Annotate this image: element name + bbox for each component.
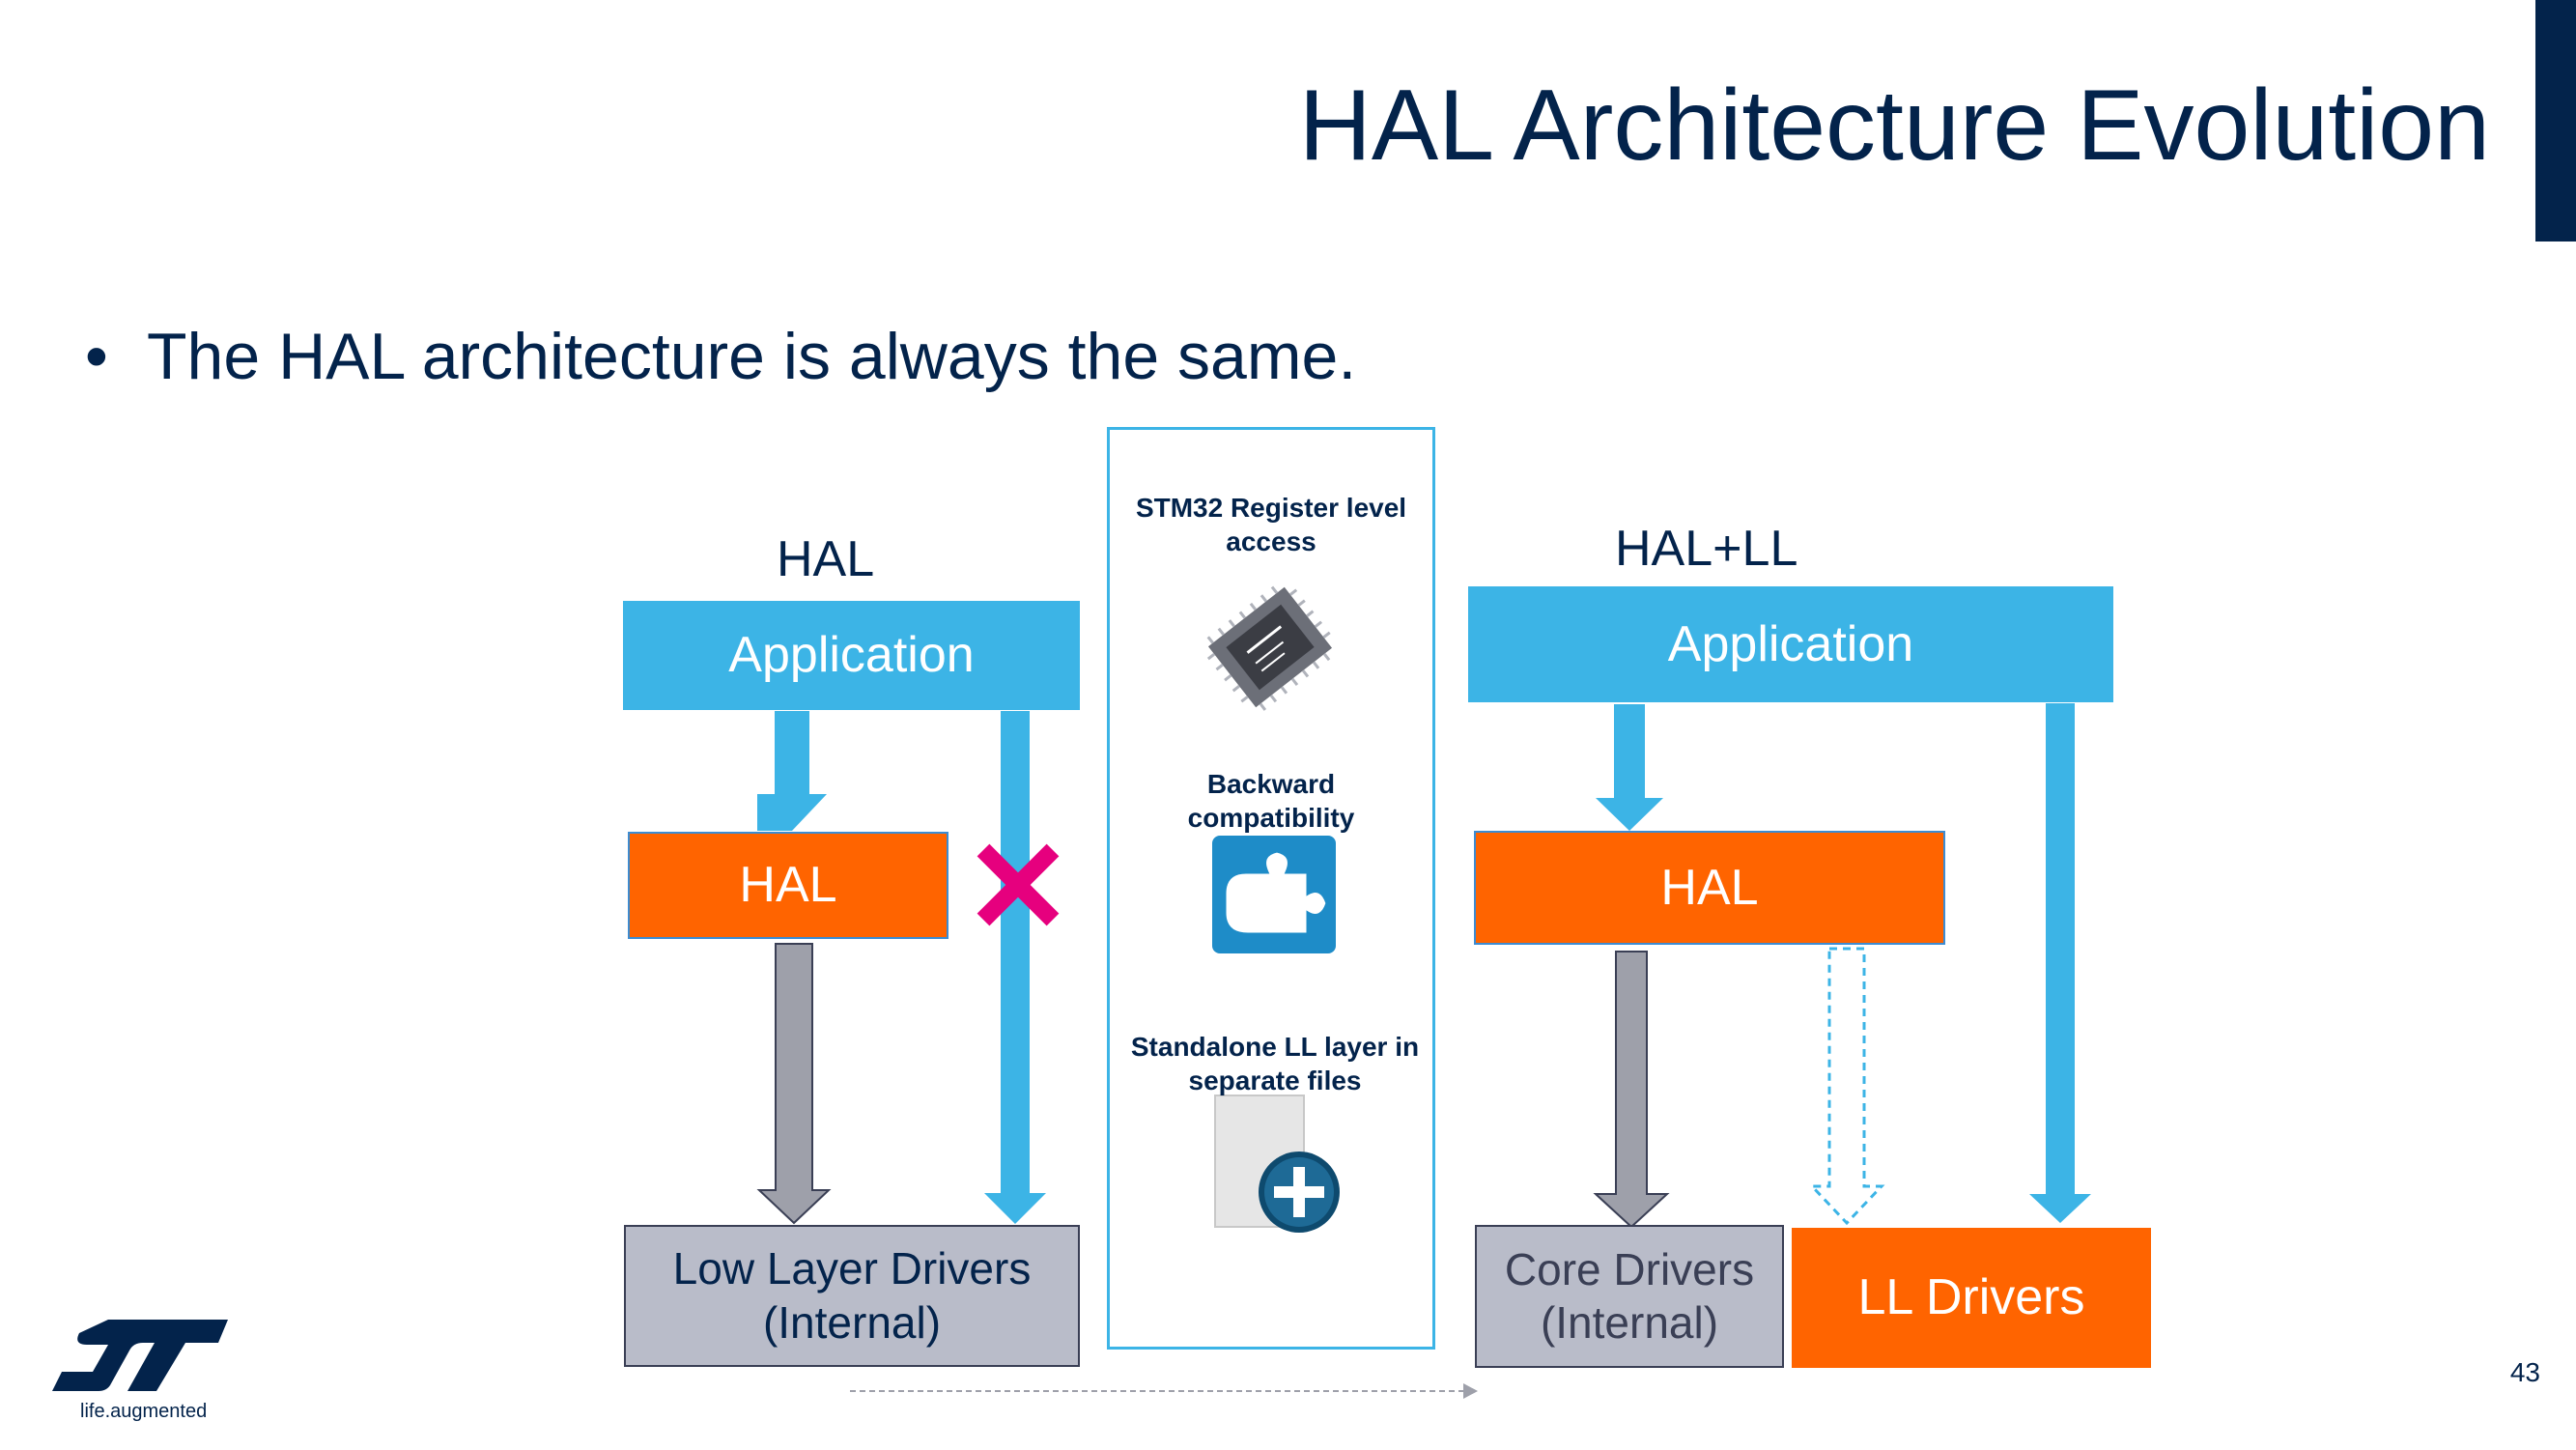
page-number: 43 — [2509, 1357, 2540, 1387]
puzzle-icon — [1212, 836, 1336, 953]
right-application-box: Application — [1468, 586, 2113, 702]
bullet-marker: • — [85, 320, 108, 393]
st-logo-icon — [52, 1320, 228, 1391]
feature-backward-compatibility: Backward compatibility — [1187, 769, 1355, 833]
right-ll-drivers-label: LL Drivers — [1857, 1269, 2085, 1326]
right-hal-to-core-arrow — [1593, 951, 1670, 1229]
left-hal-box: HAL — [628, 832, 948, 939]
left-hal-label: HAL — [739, 857, 837, 914]
bullet-point: •The HAL architecture is always the same… — [85, 324, 1356, 389]
bullet-text: The HAL architecture is always the same. — [147, 320, 1357, 393]
right-ll-drivers-box: LL Drivers — [1792, 1228, 2151, 1368]
left-drivers-box: Low Layer Drivers (Internal) — [624, 1225, 1080, 1367]
left-application-label: Application — [728, 627, 975, 684]
title-accent-bar — [2535, 0, 2576, 242]
right-hal-label: HAL — [1660, 859, 1759, 916]
left-hal-to-drivers-arrow — [756, 943, 832, 1225]
feature-standalone-ll: Standalone LL layer in separate files — [1130, 1032, 1420, 1095]
right-hal-to-ll-dashed-arrow — [1808, 947, 1885, 1226]
left-app-to-hal-arrow — [757, 711, 827, 831]
left-column-label: HAL — [777, 531, 875, 587]
left-application-box: Application — [623, 601, 1080, 710]
brand-tagline: life.augmented — [80, 1401, 208, 1422]
right-column-label: HAL+LL — [1615, 521, 1798, 577]
left-drivers-line2: (Internal) — [762, 1296, 942, 1348]
right-core-line1: Core Drivers — [1504, 1243, 1755, 1294]
right-core-line2: (Internal) — [1540, 1297, 1719, 1348]
page-title: HAL Architecture Evolution — [1298, 70, 2490, 182]
features-panel — [1107, 427, 1435, 1350]
right-core-drivers-box: Core Drivers (Internal) — [1475, 1225, 1784, 1368]
right-direct-arrow — [2029, 703, 2091, 1223]
right-hal-box: HAL — [1474, 831, 1945, 945]
right-application-label: Application — [1667, 615, 1914, 672]
add-file-icon — [1214, 1095, 1340, 1233]
feature-register-access: STM32 Register level access — [1135, 493, 1407, 556]
blocked-cross-icon — [977, 843, 1060, 926]
microcontroller-chip-icon — [1206, 585, 1333, 711]
left-drivers-line1: Low Layer Drivers — [672, 1243, 1032, 1294]
left-direct-arrow — [984, 711, 1046, 1224]
right-app-to-hal-arrow — [1596, 704, 1663, 831]
